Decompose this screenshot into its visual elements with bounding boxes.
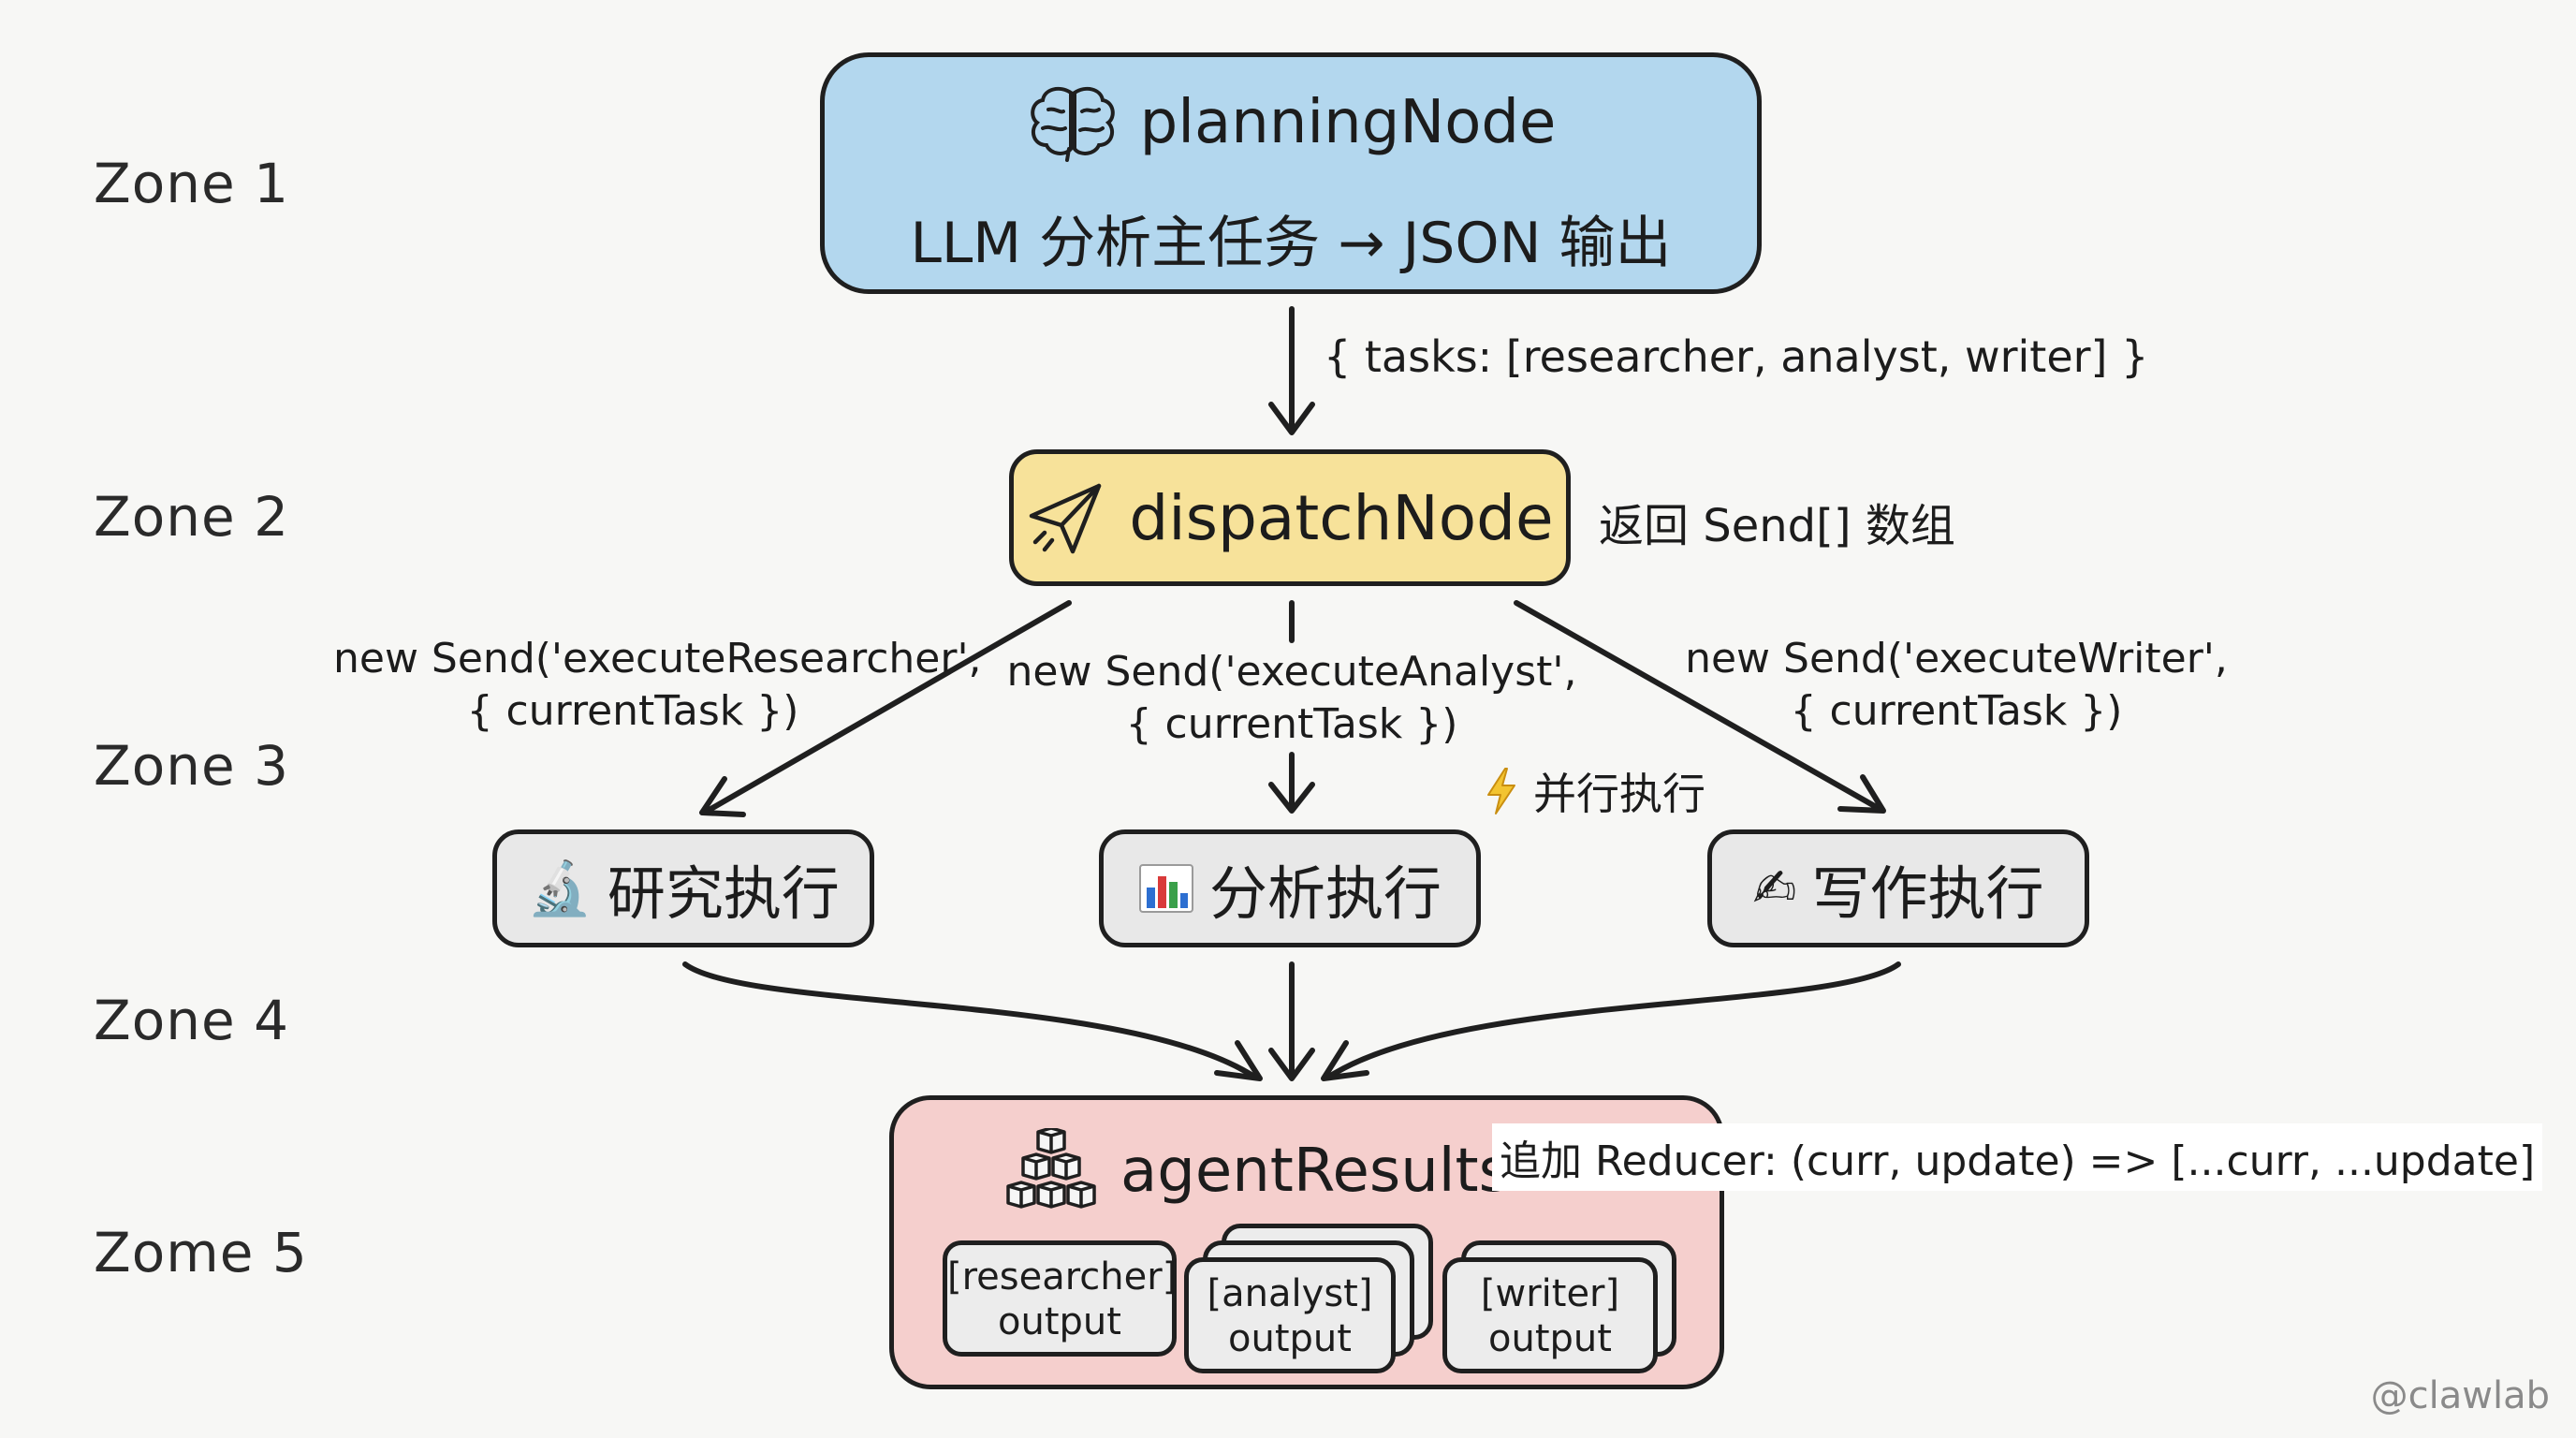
arrow-research-to-results (682, 961, 1257, 1079)
zone-2-label: Zone 2 (94, 485, 289, 549)
agent-results-title: agentResults (1120, 1137, 1510, 1206)
output-card-researcher: [researcher] output (943, 1240, 1177, 1357)
output-card-analyst: [analyst] output (1184, 1257, 1396, 1373)
analyst-executor-node: 分析执行 (1099, 829, 1481, 947)
agent-results-title-row: agentResults (1006, 1128, 1510, 1214)
output-card-line-1: [researcher] (947, 1255, 1178, 1299)
send-line-2: { currentTask }) (466, 687, 799, 735)
planning-title: planningNode (1139, 88, 1557, 157)
tasks-annotation: { tasks: [researcher, analyst, writer] } (1324, 331, 2149, 382)
arrowhead-research-to-results (1214, 1040, 1263, 1081)
research-executor-node: 🔬 研究执行 (492, 829, 874, 947)
dispatch-node: dispatchNode (1009, 449, 1571, 586)
send-line-1: new Send('executeWriter', (1685, 635, 2228, 682)
send-line-1: new Send('executeResearcher', (333, 635, 982, 682)
zone-1-label: Zone 1 (94, 152, 289, 215)
planning-subtitle: LLM 分析主任务 → JSON 输出 (910, 211, 1672, 276)
send-label-writer: new Send('executeWriter', { currentTask … (1657, 633, 2256, 738)
writer-executor-label: 写作执行 (1811, 859, 2044, 928)
zone-4-label: Zone 4 (94, 989, 289, 1052)
output-card-line-1: [writer] (1480, 1272, 1620, 1315)
output-card-line-2: output (1488, 1317, 1612, 1360)
writing-hand-icon: ✍ (1752, 858, 1797, 919)
writer-executor-node: ✍ 写作执行 (1707, 829, 2089, 947)
parallel-note-text: 并行执行 (1533, 769, 1705, 819)
stacked-boxes-icon (1006, 1128, 1096, 1209)
arrowhead-writer-to-results (1321, 1040, 1369, 1081)
arrowhead-dispatch-to-research (699, 776, 746, 817)
dispatch-note: 返回 Send[] 数组 (1599, 500, 1955, 552)
lightning-icon (1487, 768, 1515, 814)
arrowhead-dispatch-to-writer (1837, 774, 1886, 814)
send-label-researcher: new Send('executeResearcher', { currentT… (333, 633, 982, 738)
send-line-2: { currentTask }) (1790, 687, 2123, 735)
reducer-note: 追加 Reducer: (curr, update) => [...curr, … (1492, 1123, 2543, 1191)
dispatch-title: dispatchNode (1129, 481, 1554, 554)
agent-results-node: agentResults [researcher] output [analys… (889, 1095, 1724, 1389)
arrowhead-planning-to-dispatch (1268, 402, 1315, 435)
parallel-note: 并行执行 (1483, 760, 1705, 822)
arrowhead-dispatch-to-analyst (1268, 782, 1315, 814)
output-card-line-2: output (1228, 1317, 1352, 1360)
arrow-dispatch-to-research (705, 600, 1072, 814)
analyst-executor-label: 分析执行 (1208, 859, 1442, 928)
output-card-writer: [writer] output (1442, 1257, 1658, 1373)
planning-title-row: planningNode (825, 83, 1757, 162)
research-executor-label: 研究执行 (607, 859, 840, 928)
zone-5-label: Zome 5 (94, 1221, 308, 1284)
send-line-1: new Send('executeAnalyst', (1006, 648, 1577, 696)
arrow-writer-to-results (1326, 961, 1901, 1079)
bar-chart-icon (1138, 864, 1193, 913)
planning-node: planningNode LLM 分析主任务 → JSON 输出 (820, 52, 1762, 294)
arrowhead-analyst-to-results (1268, 1048, 1315, 1081)
send-line-2: { currentTask }) (1125, 700, 1458, 748)
paper-plane-icon (1030, 483, 1102, 554)
microscope-icon: 🔬 (527, 858, 593, 919)
brain-icon (1030, 86, 1115, 162)
send-label-analyst: new Send('executeAnalyst', { currentTask… (994, 646, 1589, 751)
zone-3-label: Zone 3 (94, 734, 289, 798)
output-card-line-2: output (998, 1300, 1121, 1343)
arrow-dispatch-to-writer (1514, 600, 1882, 812)
watermark: @clawlab (2370, 1374, 2550, 1417)
output-card-line-1: [analyst] (1207, 1272, 1373, 1315)
